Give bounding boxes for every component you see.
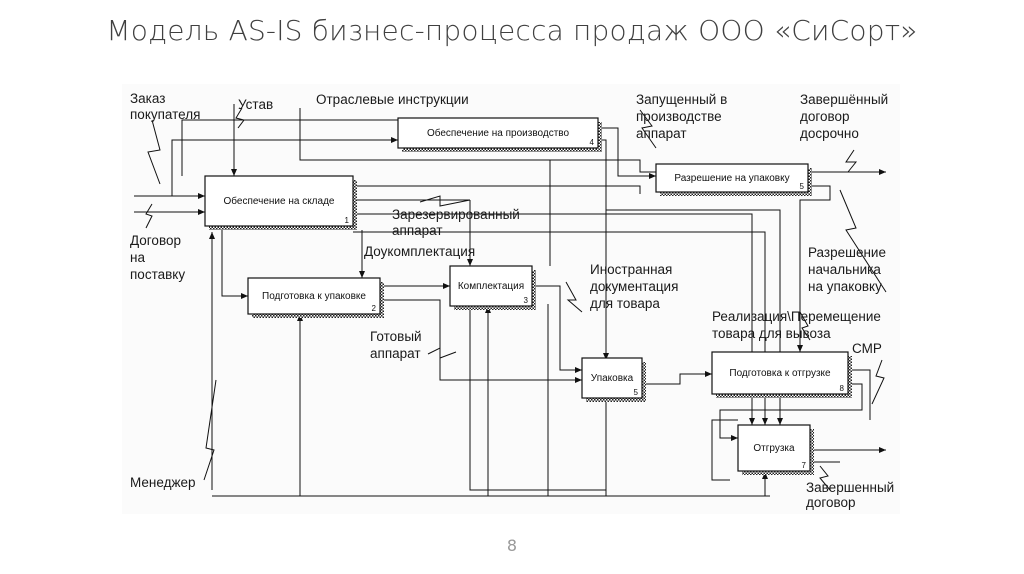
squiggle-ready [427,347,457,359]
label-foreign-1: Иностранная [590,262,672,277]
arrow-box3-to-box6 [532,285,582,373]
squiggle-contract [145,203,153,229]
box-label: Обеспечение на производство [427,127,570,139]
arrow-manager-loop [711,419,738,481]
box-label: Комплектация [458,281,524,292]
label-foreign-3: для товара [590,296,660,311]
label-ready-1: Готовый [370,329,422,344]
label-contract-1: Договор [130,233,181,248]
page-number: 8 [506,536,518,555]
box-number: 1 [345,216,350,225]
arrow-industry-to-box1 [181,119,300,176]
box-frame [449,265,533,307]
label-completed-1: Завершенный [806,480,894,495]
box-label: Обеспечение на складе [224,195,335,207]
squiggle-reserved [419,195,471,207]
label-order-1: Заказ [130,91,165,106]
box-frame [247,277,381,315]
box-number: 8 [840,384,845,393]
label-realization-1: Реализация\Перемещение [712,309,881,324]
squiggle-complete-early [845,149,858,173]
label-completed-early-1: Завершённый [800,92,888,107]
box-number: 7 [802,461,807,470]
label-permission-3: на упаковку [808,279,882,294]
arrow-box6-to-box7 [642,371,712,385]
arrow-box2-ready [380,299,582,383]
squiggle-perm [839,189,887,293]
label-foreign-2: документация [590,279,678,294]
box-label: Подготовка к отгрузке [729,368,831,379]
squiggle-launched [639,109,657,149]
box-label: Разрешение на упаковку [674,173,789,184]
arrow-box5-out-down [797,185,831,352]
function-box-3: Обеспечение на складе 1 [204,175,357,230]
box-frame [711,351,849,395]
box-number: 2 [372,304,377,313]
squiggle-smr [871,359,885,405]
label-completed-early-3: досрочно [800,126,859,141]
squiggle-foreign [565,281,583,313]
box-label: Отгрузка [753,443,795,454]
slide-title: Модель AS-IS бизнес-процесса продаж ООО … [106,14,918,47]
label-reserved-1: Зарезервированный [392,207,520,222]
function-box-7: Подготовка к отгрузке 8 [711,351,852,398]
arrow-box7-to-box8 [719,383,863,441]
box-frame [655,163,809,193]
squiggle-realization [799,311,811,341]
squiggle-charter [235,107,245,129]
labels: Заказ покупателя Устав Отраслевые инстру… [130,91,894,510]
label-industry: Отраслевые инструкции [316,92,469,107]
box-number: 3 [524,296,529,305]
label-launched-2: производстве [636,109,722,124]
label-order-2: покупателя [130,107,200,122]
box-number: 5 [800,182,805,191]
function-box-4: Подготовка к упаковке 2 [247,277,384,318]
label-launched-3: аппарат [636,126,687,141]
arrow-order-branch [171,137,398,196]
label-ready-2: аппарат [370,346,421,361]
label-charter: Устав [238,97,273,112]
label-reserved-2: аппарат [392,223,443,238]
function-box-1: Обеспечение на производство 4 [397,117,602,152]
arrow-box7-out [848,369,871,420]
label-permission-1: Разрешение [808,245,886,260]
label-smr: СМР [852,341,882,356]
arrow-box1-out-top [353,185,641,194]
arrow-box4-out-launched [598,127,656,179]
box-frame [581,357,643,399]
squiggle-order [147,119,161,185]
box-label: Подготовка к упаковке [262,291,366,302]
label-completed-early-2: договор [800,109,850,124]
function-box-2: Разрешение на упаковку 5 [655,163,812,196]
label-contract-2: на [130,250,145,265]
label-contract-3: поставку [130,267,185,282]
box-frame [737,424,811,472]
function-box-8: Отгрузка 7 [737,424,814,475]
label-realization-2: товара для вывоза [712,326,831,341]
arrow-box1-to-box2 [221,224,248,299]
label-manager: Менеджер [130,475,196,490]
squiggle-manager [203,379,217,481]
squiggle-completed [819,465,831,491]
label-launched-1: Запущенный в [636,92,727,107]
box-frame [204,175,354,227]
label-additional: Доукомплектация [364,244,475,259]
box-number: 5 [634,388,639,397]
label-permission-2: начальника [808,262,881,277]
box-number: 4 [590,138,595,147]
box-label: Упаковка [591,373,634,384]
label-completed-2: договор [806,495,856,510]
box-frame [397,117,599,149]
